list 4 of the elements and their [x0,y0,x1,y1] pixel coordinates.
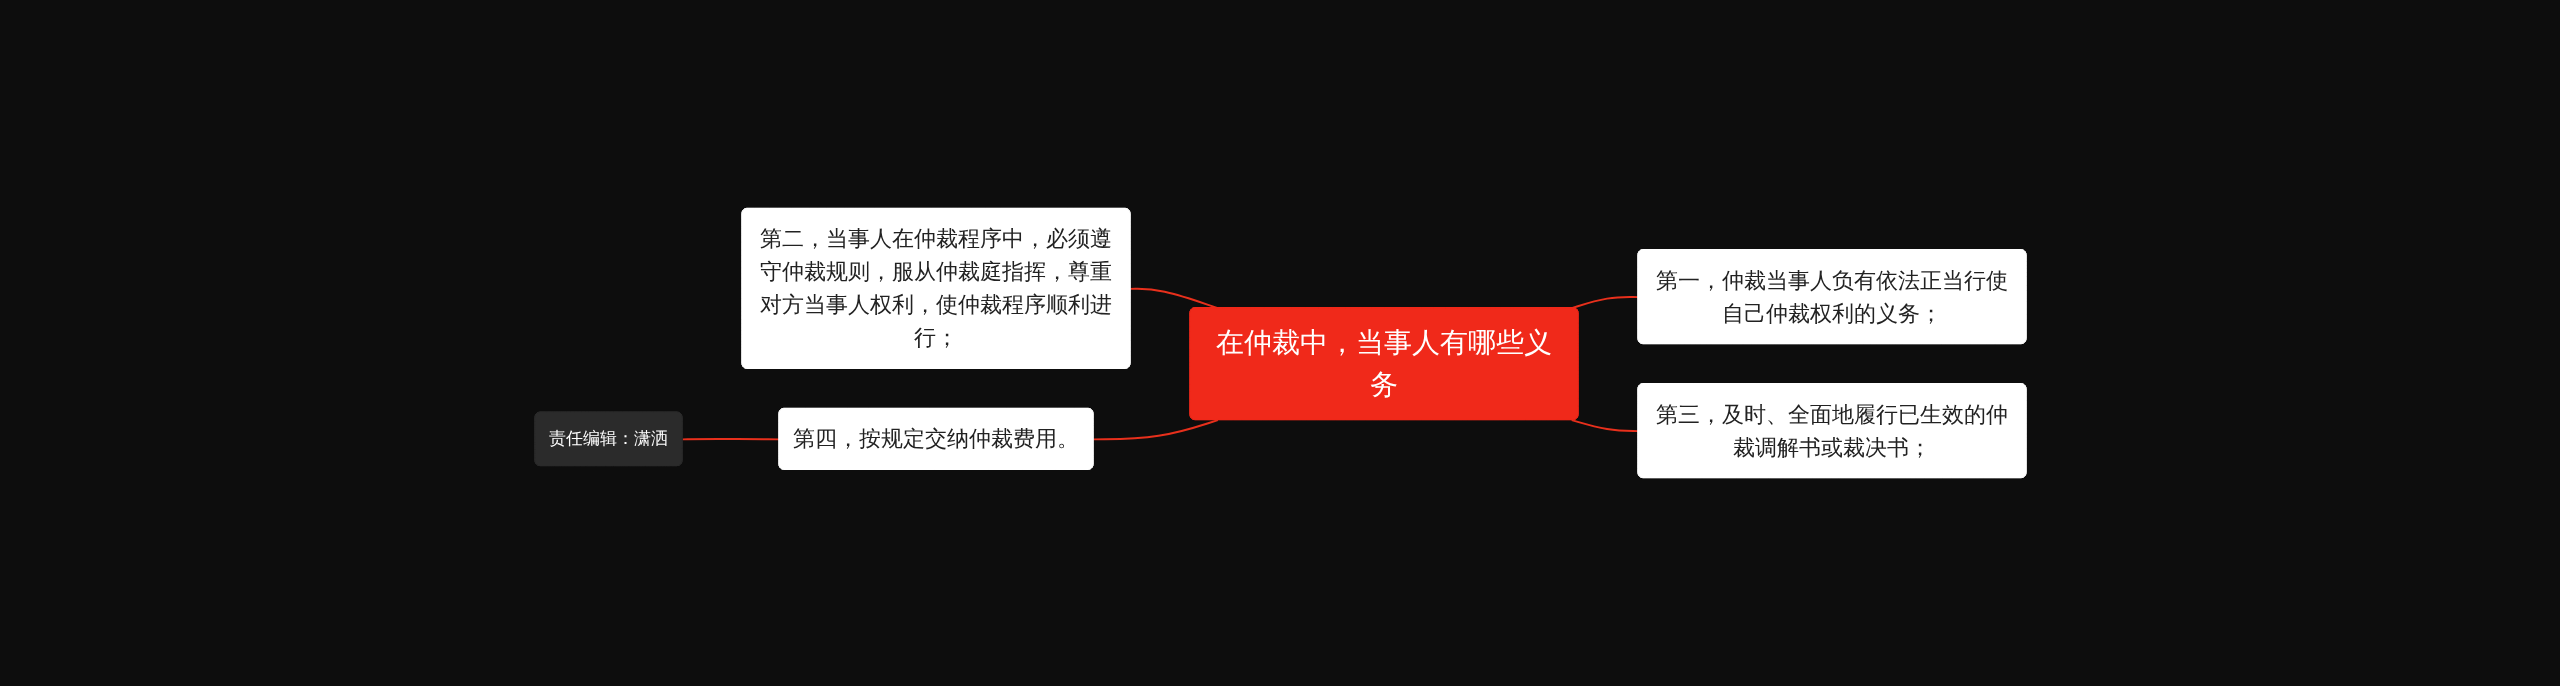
connector [681,438,780,441]
connector [1570,419,1639,433]
connector [1092,419,1219,441]
connector [1570,296,1639,310]
